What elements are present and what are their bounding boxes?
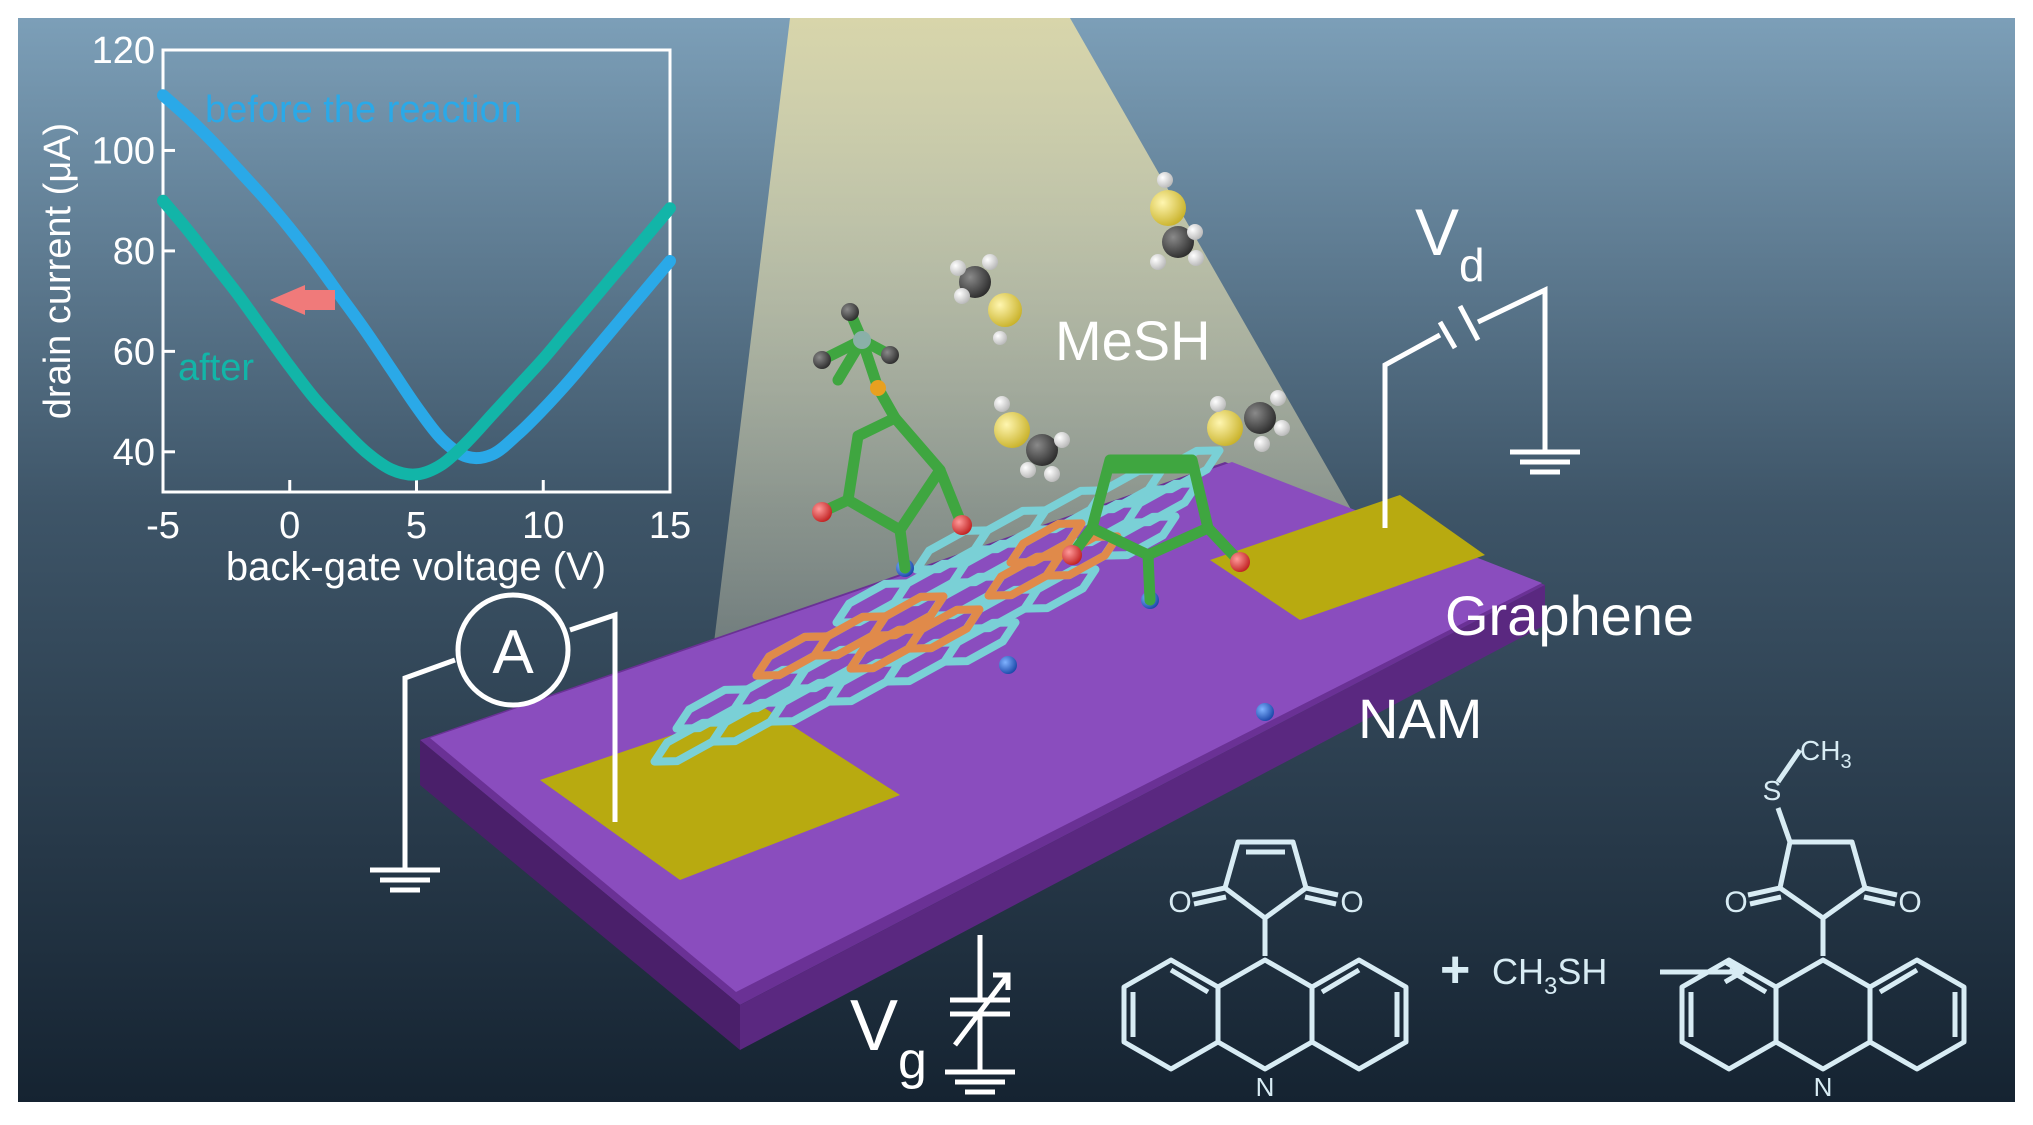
chart-series bbox=[157, 89, 676, 481]
adduct-structure bbox=[1679, 748, 1967, 1072]
oxygen-atom bbox=[952, 515, 972, 535]
graphene-label: Graphene bbox=[1445, 584, 1694, 647]
y-tick-label: 40 bbox=[113, 432, 155, 474]
chart-ticks: -5 0 5 10 15 40 60 80 100 120 bbox=[92, 30, 692, 547]
nitrogen-symbol: N bbox=[1256, 1072, 1275, 1102]
reaction-arrow-head bbox=[1723, 959, 1745, 985]
hydrogen-atom bbox=[813, 351, 831, 369]
reaction-scheme: O O N + CH3SH S CH3 O O N bbox=[1121, 735, 1967, 1102]
transfer-curve-chart: -5 0 5 10 15 40 60 80 100 120 before the reaction… bbox=[37, 30, 691, 589]
oxygen-symbol: O bbox=[1724, 886, 1747, 919]
mesh-molecule bbox=[950, 254, 1022, 345]
sulfur-atom bbox=[870, 380, 886, 396]
hydrogen-atom bbox=[841, 303, 859, 321]
oxygen-atom bbox=[1230, 552, 1250, 572]
source-electrode bbox=[540, 705, 900, 880]
circuit-wires bbox=[370, 286, 1580, 1095]
ammeter: A bbox=[455, 592, 571, 708]
oxygen-symbol: O bbox=[1168, 886, 1191, 919]
y-tick-label: 100 bbox=[92, 130, 155, 172]
hydrogen-atom bbox=[881, 346, 899, 364]
oxygen-symbol: O bbox=[1898, 886, 1921, 919]
vd-symbol: Vd bbox=[1415, 195, 1485, 291]
y-tick-label: 80 bbox=[113, 231, 155, 273]
mesh-label: MeSH bbox=[1055, 309, 1211, 372]
mesh-molecule bbox=[994, 396, 1070, 482]
y-axis-label: drain current (μA) bbox=[37, 123, 79, 419]
series-label-after: after bbox=[178, 347, 254, 389]
shift-arrow-body bbox=[302, 290, 335, 310]
series-line-after bbox=[157, 194, 676, 481]
oxygen-atom bbox=[812, 502, 832, 522]
nam-aromatic-ring bbox=[1042, 532, 1122, 580]
oxygen-atom bbox=[1062, 545, 1082, 565]
plus-sign: + bbox=[1440, 941, 1470, 999]
vg-symbol: Vg bbox=[850, 986, 927, 1090]
drain-electrode bbox=[1210, 495, 1485, 620]
nitrogen-symbol: N bbox=[1814, 1072, 1833, 1102]
y-tick-label: 60 bbox=[113, 331, 155, 373]
ammeter-label: A bbox=[492, 618, 534, 687]
carbon-atom bbox=[853, 331, 871, 349]
x-tick-label: -5 bbox=[146, 505, 180, 547]
series-line-before bbox=[157, 89, 676, 465]
x-tick-label: 5 bbox=[406, 505, 427, 547]
mesh-molecule bbox=[1150, 172, 1204, 270]
x-tick-label: 10 bbox=[522, 505, 564, 547]
nam-aromatic-ring bbox=[1006, 519, 1086, 567]
nitrogen-atom bbox=[1256, 703, 1274, 721]
nam-structure bbox=[1121, 839, 1409, 1072]
nam-rings bbox=[752, 519, 1122, 680]
nam-aromatic-ring bbox=[868, 592, 948, 640]
reagent-formula: CH3SH bbox=[1492, 951, 1607, 1000]
x-tick-label: 15 bbox=[649, 505, 691, 547]
series-label-before: before the reaction bbox=[205, 89, 522, 131]
x-tick-label: 0 bbox=[279, 505, 300, 547]
sulfur-symbol: S bbox=[1763, 775, 1782, 806]
x-axis-label: back-gate voltage (V) bbox=[226, 545, 606, 589]
methyl-group: CH3 bbox=[1800, 735, 1852, 773]
graphene-hexagon bbox=[1144, 446, 1224, 494]
nitrogen-atom bbox=[999, 656, 1017, 674]
mesh-molecule bbox=[1207, 390, 1290, 452]
nam-label: NAM bbox=[1358, 687, 1482, 750]
y-tick-label: 120 bbox=[92, 30, 155, 72]
nam-aromatic-ring bbox=[904, 605, 984, 653]
shift-arrow-head bbox=[270, 285, 305, 315]
oxygen-symbol: O bbox=[1340, 886, 1363, 919]
